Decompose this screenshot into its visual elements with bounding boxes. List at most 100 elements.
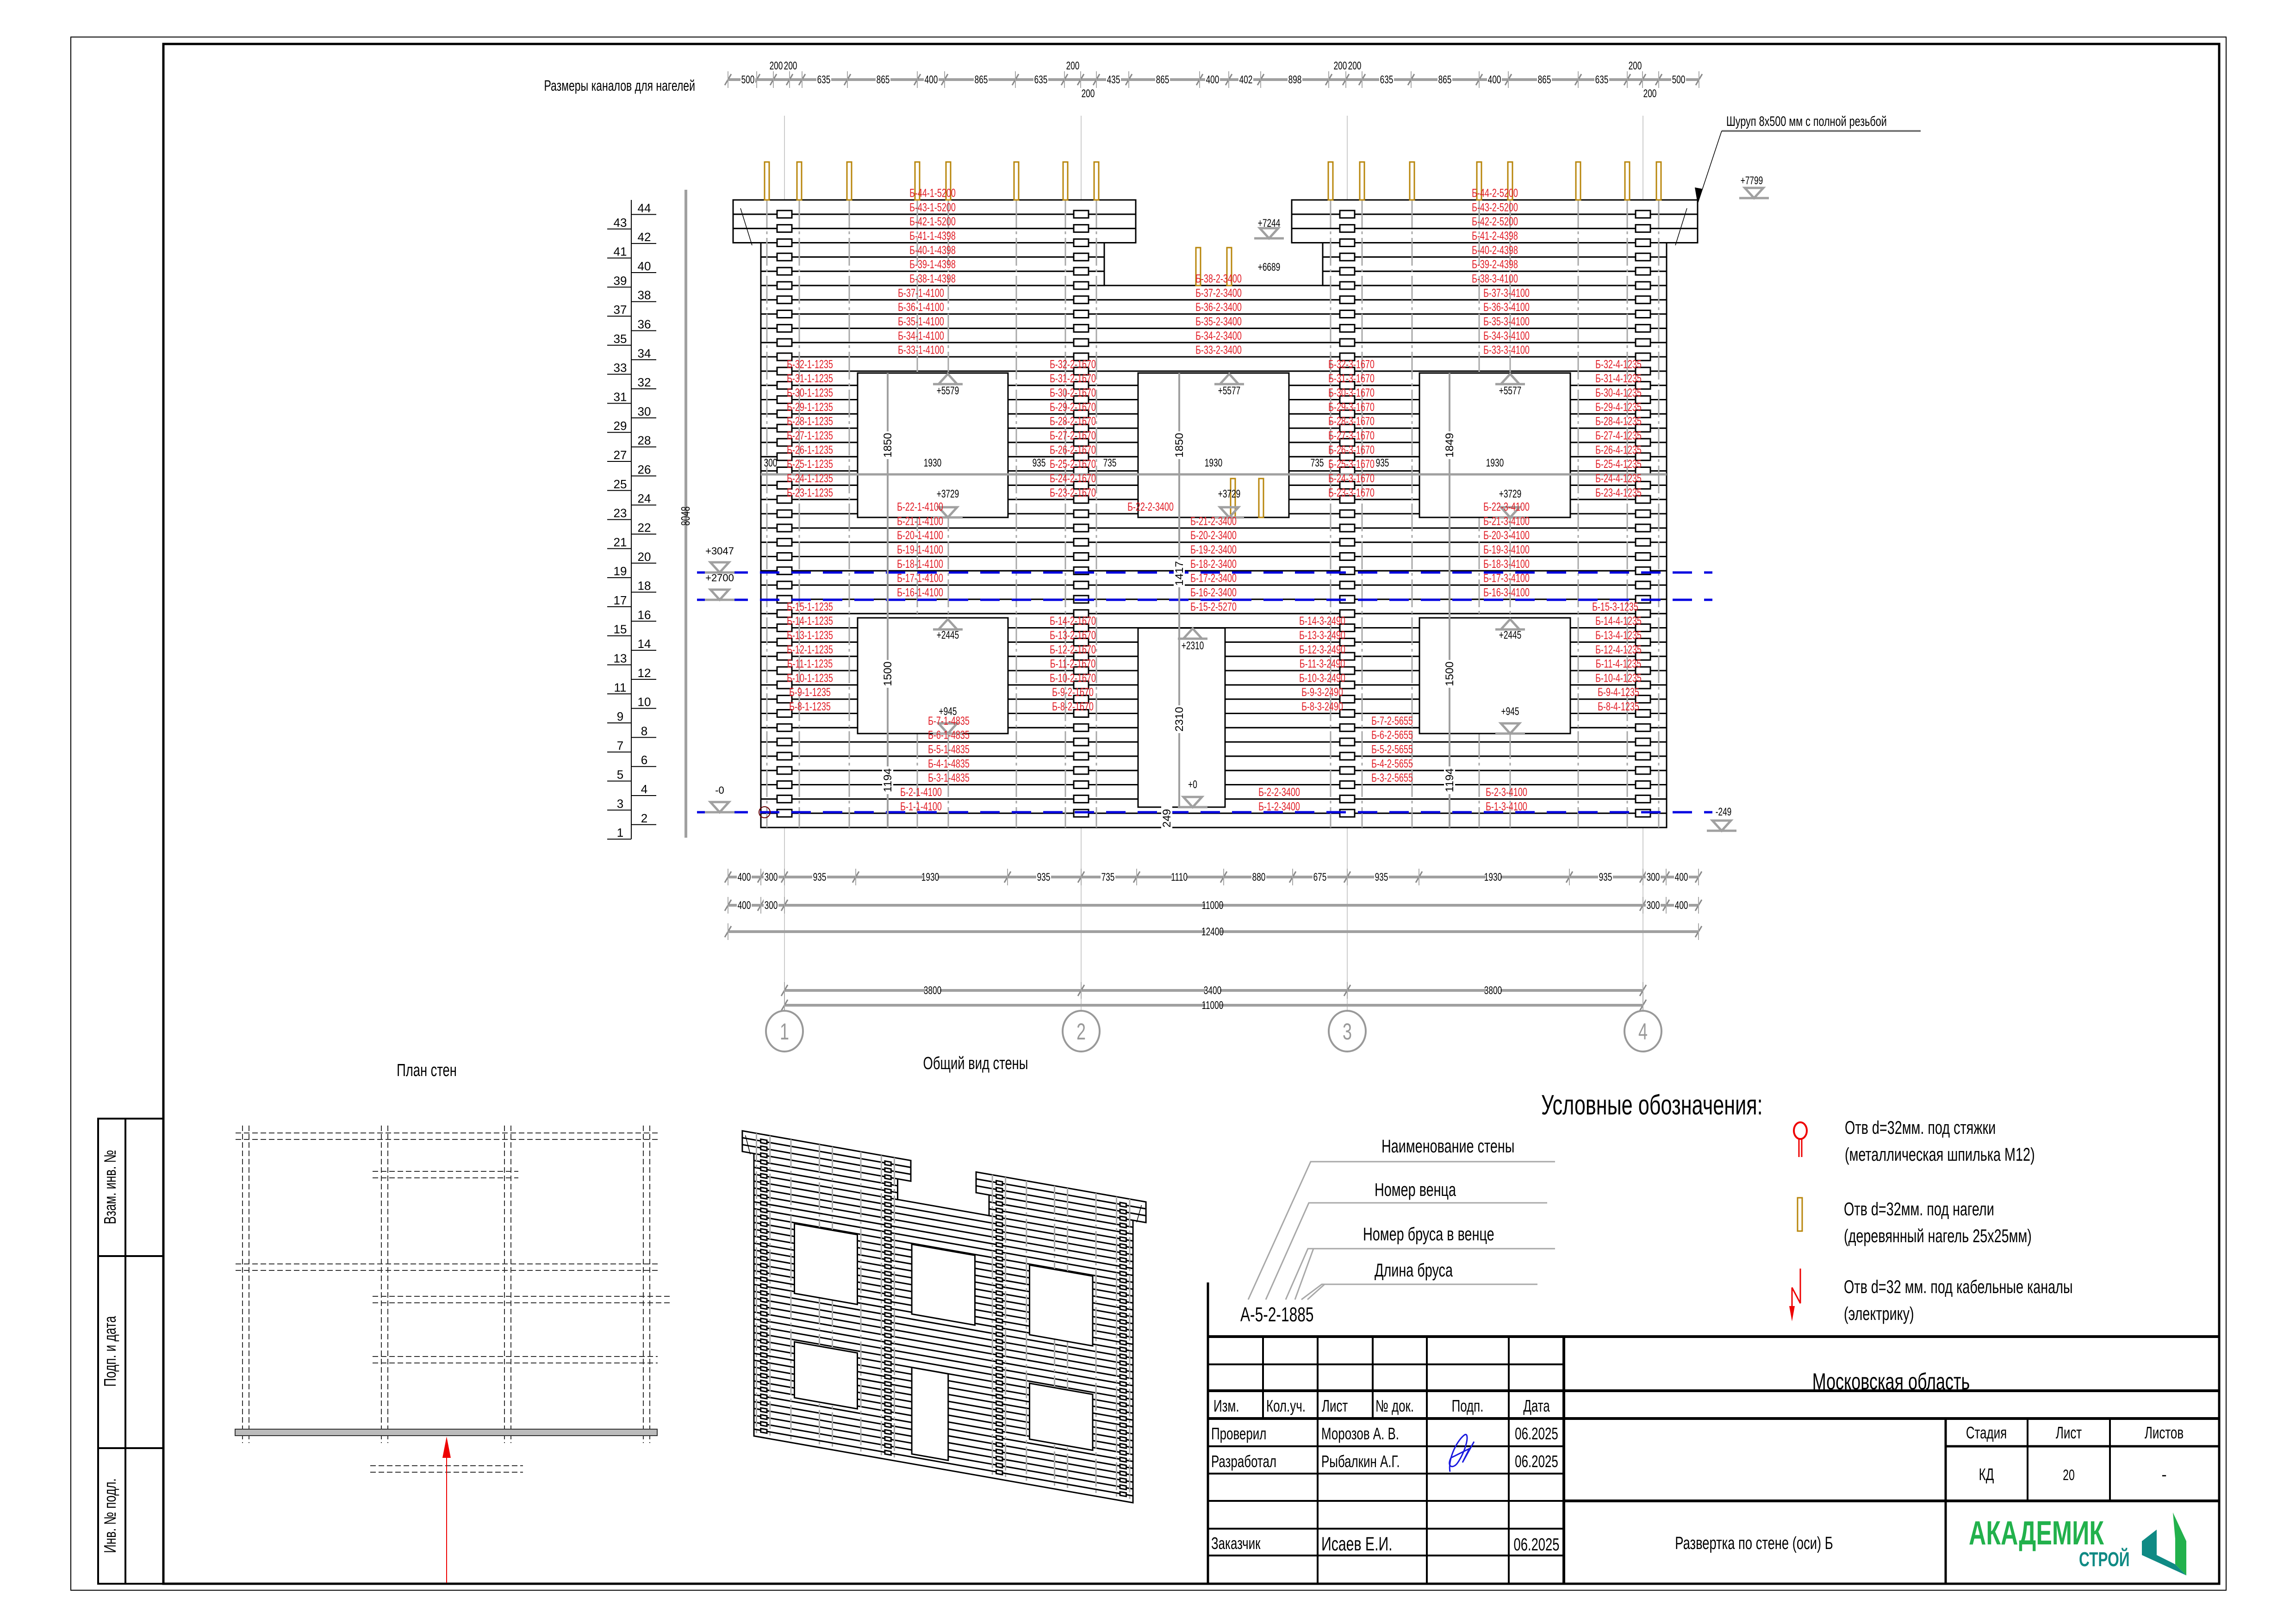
corner-joint [1074,610,1089,617]
company-logo: АКАДЕМИК СТРОЙ [1969,1512,2186,1575]
beam-label: Б-28-4-1235 [1595,415,1642,428]
corner-joint [777,453,792,460]
corner-joint [777,424,792,432]
beam-label: Б-32-4-1235 [1595,357,1642,371]
corner-joint [1340,696,1355,703]
course-number: 2 [641,811,647,825]
corner-joint [1636,225,1650,232]
corner-joint [1074,339,1089,346]
corner-joint [1636,767,1650,774]
dimension-label-bg [1106,74,1121,85]
dimension-label-bg [1205,900,1220,911]
beam-label: Б-19-3-4100 [1483,543,1530,556]
dimension-label-bg [737,871,752,883]
beam-label: Б-30-4-1235 [1595,386,1642,399]
corner-joint [1636,296,1650,304]
corner-joint [1074,581,1089,589]
corner-joint [1340,724,1355,731]
level-mark: +7799 [1741,174,1763,187]
beam-label: Б-33-3-4100 [1483,343,1530,357]
dimension-label-bg [1174,431,1185,459]
course-number: 10 [638,695,651,709]
inner-frame [162,43,2221,1585]
course-number: 18 [638,579,651,593]
course-number: 27 [614,448,627,462]
beam-label: Б-22-1-4100 [897,500,943,514]
course-number: 13 [614,651,627,665]
course-number: 26 [638,462,651,476]
beam-label: Б-13-2-1670 [1050,628,1096,642]
beam-label: Б-10-3-2490 [1299,671,1345,684]
dimension-label-bg [924,74,939,85]
dimension-label-bg [974,74,989,85]
dimension-label: 400 [738,871,751,883]
corner-joint [1636,453,1650,460]
dimension-label: 200 [1629,60,1642,72]
tb-sheet-number: 20 [2063,1467,2075,1483]
stamp-replacement-inv: Взам. инв. № [101,1150,119,1225]
beam-label: Б-19-2-3400 [1190,543,1237,556]
level-triangle-icon [708,561,732,574]
tb-checked-role: Проверил [1211,1425,1266,1443]
legend-code-part-wall: Наименование стены [1381,1136,1514,1157]
level-triangle-icon [1498,506,1522,519]
tb-sheets-header: Листов [2145,1424,2184,1442]
legend-leader-lines [1247,1161,1555,1300]
opening-width-label: 735 [1103,457,1117,469]
dimension-label: 735 [1101,871,1115,883]
tb-customer-role: Заказчик [1211,1534,1261,1553]
dowel-icon [1258,478,1264,518]
beam-label: Б-28-2-1670 [1050,415,1096,428]
level-mark: +3047 [705,545,734,557]
beam-label: Б-6-1-4835 [928,728,970,742]
corner-joint [777,553,792,560]
opening-dimension-label: 2310 [1173,707,1186,731]
dowel-icon [1093,161,1100,201]
tb-header-date: Дата [1523,1397,1550,1415]
corner-joint [777,724,792,731]
beam-label: Б-8-2-1670 [1052,700,1094,713]
beam-label: Б-14-2-1670 [1050,614,1096,628]
beam-course-17 [761,585,1667,599]
tie-rod-hole-icon [759,806,771,818]
beam-label: Б-24-4-1235 [1595,472,1642,485]
dimension-label-bg [882,766,893,794]
opening-dimension-label: 1850 [1173,433,1186,457]
stamp-original-inv: Инв. № подл. [101,1478,119,1553]
corner-joint [777,211,792,218]
dimension-label: 675 [1313,871,1327,883]
course-number: 6 [641,753,647,767]
corner-joint [1074,311,1089,318]
tb-stage-header: Стадия [1966,1424,2007,1442]
beam-label: Б-16-2-3400 [1190,586,1237,599]
corner-joint [1636,696,1650,703]
beam-course-16 [761,599,1667,614]
dimension-label-bg [1238,74,1253,85]
course-number: 32 [638,375,651,389]
beam-label: Б-14-1-1235 [787,614,833,628]
beam-label: Б-39-2-4398 [1472,258,1518,271]
corner-joint [1074,424,1089,432]
level-mark: -249 [1716,806,1732,818]
screw-note: Шуруп 8х500 мм с полной резьбой [1726,113,1887,129]
beam-course-39 [761,271,1104,286]
view-direction-arrow-icon [442,1437,451,1458]
corner-joint [1636,624,1650,632]
course-number: 19 [614,564,627,578]
rotated-label: 249 [1161,809,1173,828]
opening-level-mark: +5577 [1499,385,1522,397]
dimension-label-bg [1674,871,1689,883]
dimension-label-bg [1205,985,1220,996]
dimension-label-bg [1033,74,1048,85]
beam-course-38 [761,286,1667,300]
corner-joint [1636,253,1650,261]
logo-name: АКАДЕМИК [1969,1515,2104,1552]
beam-label: Б-32-3-1670 [1328,357,1375,371]
corner-joint [1340,553,1355,560]
dimension-label: 935 [1599,871,1612,883]
course-number: 38 [638,288,651,302]
corner-joint [777,353,792,361]
corner-joint [1340,367,1355,375]
course-number: 39 [614,274,627,287]
